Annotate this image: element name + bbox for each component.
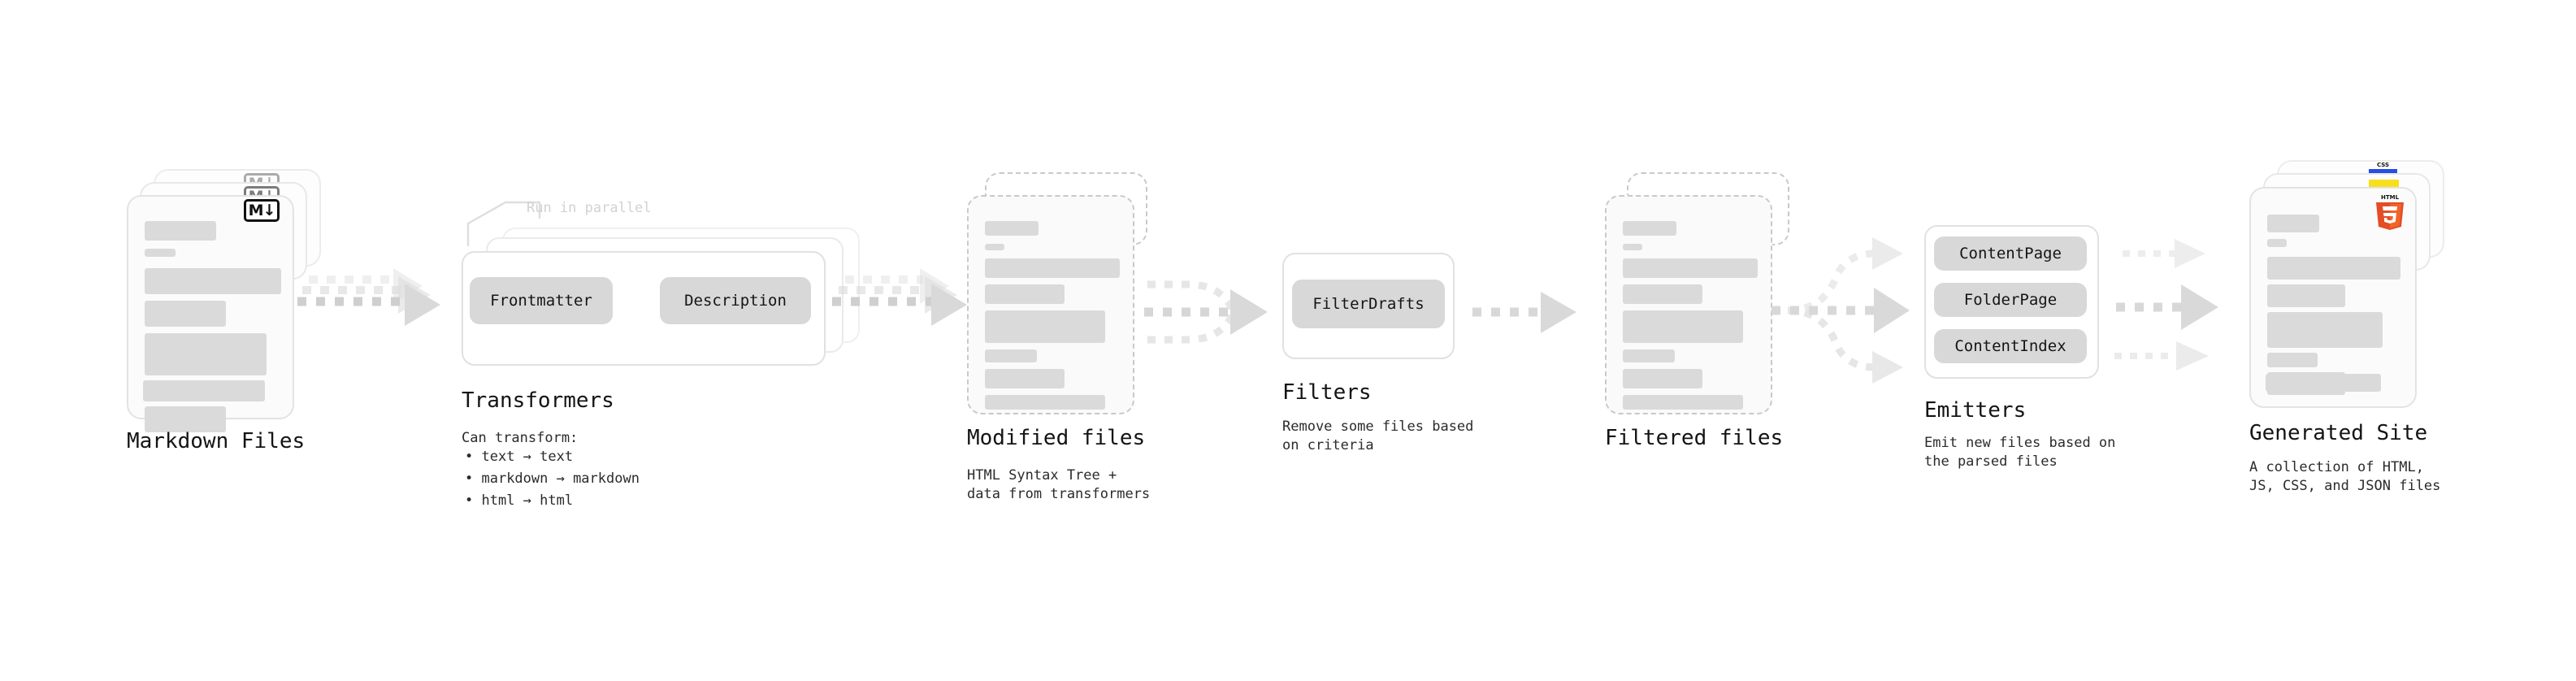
html5-badge: HTML [2376, 194, 2404, 230]
generated-site-subtitle: A collection of HTML, JS, CSS, and JSON … [2249, 459, 2441, 494]
skeleton-line [1623, 221, 1676, 236]
transformers-bullet-1: • markdown → markdown [465, 471, 640, 487]
skeleton-line [1623, 310, 1743, 343]
stage-title-markdown-files: Markdown Files [127, 429, 306, 453]
emitters-subtitle: Emit new files based on the parsed files [1924, 435, 2116, 470]
transformers-subtitle: Can transform: [462, 430, 579, 446]
skeleton-line [985, 369, 1065, 388]
transformers-bullet-0: • text → text [465, 449, 574, 465]
skeleton-line [145, 333, 267, 375]
skeleton-line [2267, 284, 2345, 307]
skeleton-line [2267, 353, 2318, 367]
css3-badge-label: CSS [2376, 162, 2390, 168]
chip-frontmatter[interactable]: Frontmatter [470, 277, 613, 324]
skeleton-line [1623, 284, 1702, 304]
filters-subtitle: Remove some files based on criteria [1282, 419, 1474, 453]
skeleton-line [1623, 244, 1642, 250]
skeleton-line [1623, 349, 1675, 362]
skeleton-line [145, 221, 216, 241]
modified-card-front [967, 195, 1134, 414]
skeleton-line [145, 301, 226, 327]
chip-description[interactable]: Description [660, 277, 811, 324]
modified-files-subtitle: HTML Syntax Tree + data from transformer… [967, 467, 1151, 502]
markdown-badge: M↓ [244, 199, 280, 222]
skeleton-line [985, 258, 1120, 278]
skeleton-line [2267, 257, 2400, 280]
stage-title-emitters: Emitters [1924, 398, 2027, 423]
connector-transformers-to-modified-files [832, 268, 967, 326]
skeleton-line [985, 349, 1037, 362]
stage-title-modified-files: Modified files [967, 426, 1146, 450]
connector-filters-to-filtered-files [1472, 292, 1576, 333]
skeleton-line [1623, 395, 1743, 410]
skeleton-line [985, 395, 1105, 410]
skeleton-line [985, 310, 1105, 343]
skeleton-line [1623, 369, 1702, 388]
connector-modified-files-to-filters [1144, 280, 1268, 344]
stage-title-generated-site: Generated Site [2249, 421, 2428, 445]
run-in-parallel-label: Run in parallel [527, 200, 652, 216]
skeleton-line [2267, 312, 2383, 348]
connector-markdown-to-transformers [297, 268, 440, 326]
bullet-text: markdown → markdown [481, 471, 640, 487]
transformers-bullet-2: • html → html [465, 492, 574, 509]
chip-folderpage[interactable]: FolderPage [1934, 283, 2087, 317]
connector-emitters-to-generated-site [2114, 239, 2218, 371]
skeleton-line [2267, 215, 2319, 232]
filtered-card-front [1605, 195, 1772, 414]
stage-title-transformers: Transformers [462, 388, 614, 413]
skeleton-line [1623, 258, 1758, 278]
skeleton-line [145, 406, 226, 432]
stage-title-filters: Filters [1282, 380, 1372, 405]
skeleton-line [985, 284, 1065, 304]
stage-title-filtered-files: Filtered files [1605, 426, 1784, 450]
bullet-text: html → html [481, 492, 574, 509]
skeleton-line [985, 221, 1039, 236]
run-in-parallel-bracket [466, 201, 541, 246]
css3-badge: CSS [2369, 162, 2397, 173]
connector-filtered-files-to-emitters [1772, 237, 1910, 384]
skeleton-line [2266, 374, 2381, 392]
chip-contentpage[interactable]: ContentPage [1934, 236, 2087, 271]
skeleton-line [985, 244, 1004, 250]
bullet-text: text → text [481, 449, 574, 465]
skeleton-line [145, 268, 281, 294]
skeleton-line [145, 249, 176, 257]
chip-contentindex[interactable]: ContentIndex [1934, 329, 2087, 363]
skeleton-line [143, 380, 265, 401]
chip-filterdrafts[interactable]: FilterDrafts [1292, 280, 1445, 328]
skeleton-line [2267, 239, 2287, 247]
svg-text:HTML: HTML [2381, 194, 2400, 201]
